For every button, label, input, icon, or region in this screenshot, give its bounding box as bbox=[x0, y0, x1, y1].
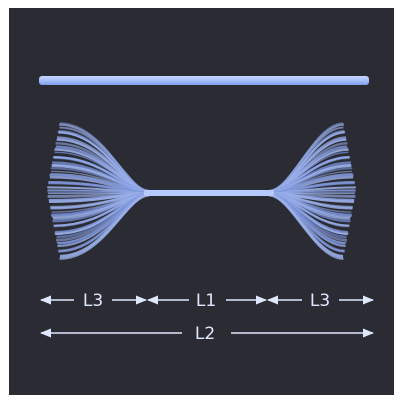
l3-left-label: L3 bbox=[83, 291, 103, 311]
l2-label: L2 bbox=[195, 324, 215, 344]
fiber-taper-diagram: L3 L1 L3 L2 bbox=[9, 8, 394, 395]
l3-right-label: L3 bbox=[310, 291, 330, 311]
figure-panel: L3 L1 L3 L2 bbox=[9, 8, 394, 395]
l1-label: L1 bbox=[196, 291, 216, 311]
taper-waist bbox=[144, 190, 274, 196]
straight-fiber-rod bbox=[39, 76, 369, 85]
